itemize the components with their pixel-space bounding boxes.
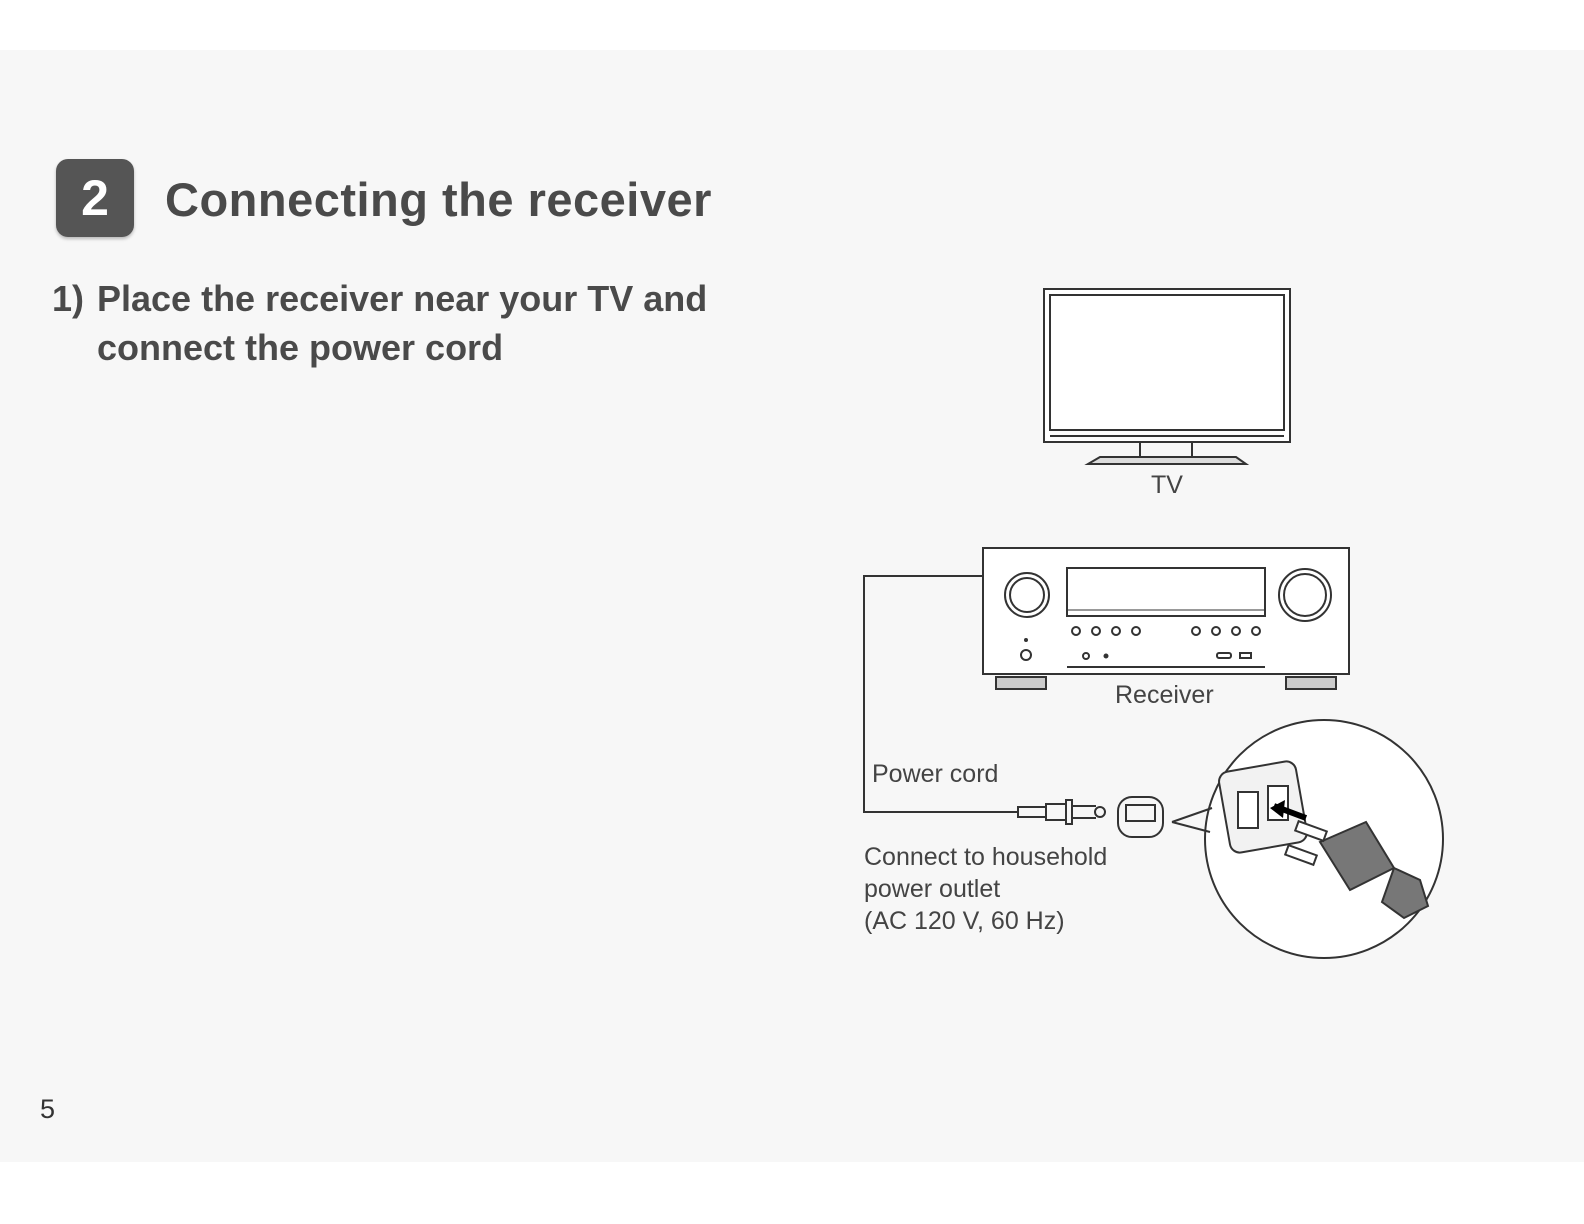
tv-label: TV — [1151, 471, 1183, 500]
receiver-label: Receiver — [1115, 681, 1214, 710]
receiver-illustration — [983, 548, 1349, 689]
outlet-zoom-detail — [1172, 720, 1443, 958]
outlet-label-line-3: (AC 120 V, 60 Hz) — [864, 905, 1164, 937]
outlet-label-line-1: Connect to household — [864, 841, 1164, 873]
outlet-label-line-2: power outlet — [864, 873, 1164, 905]
tv-illustration — [1044, 289, 1290, 464]
outlet-label: Connect to household power outlet (AC 12… — [864, 841, 1164, 937]
power-cord-label: Power cord — [872, 760, 998, 789]
page-number: 5 — [40, 1094, 55, 1125]
